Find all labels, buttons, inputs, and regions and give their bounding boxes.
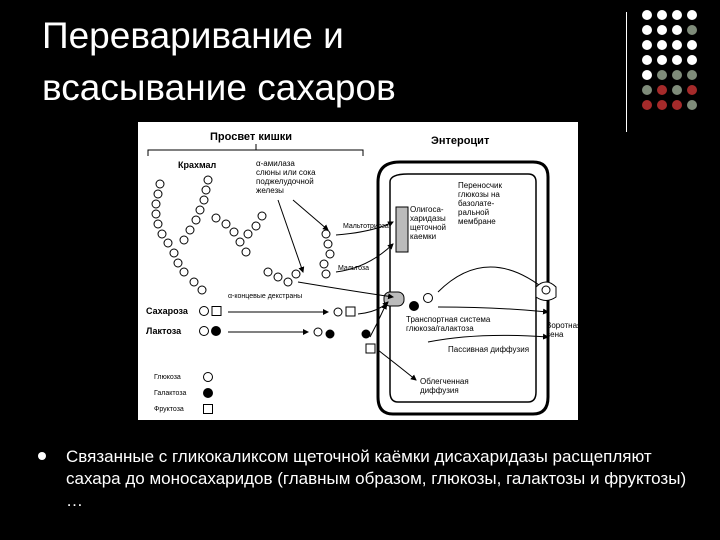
decor-dot	[657, 10, 667, 20]
oligosaccharidases-label: Олигоса- харидазы щеточной каемки	[410, 205, 448, 241]
decor-dot	[687, 85, 697, 95]
decor-dot	[642, 10, 652, 20]
transporter	[383, 291, 405, 307]
bullet-text: Связанные с гликокаликсом щеточной каёмк…	[66, 447, 687, 510]
lumen-label: Просвет кишки	[210, 131, 292, 143]
decor-dot	[657, 100, 667, 110]
decor-dot	[642, 70, 652, 80]
starch-label: Крахмал	[178, 160, 217, 170]
legend-glucose-label: Глюкоза	[154, 374, 181, 381]
maltotriose-label: Мальтотриоза	[343, 223, 389, 230]
starch-chains	[151, 175, 267, 295]
transport-label: Транспортная система глюкоза/галактоза	[406, 315, 493, 333]
dextrins-label: α-концевые декстраны	[228, 293, 302, 300]
decor-dot	[687, 70, 697, 80]
sucrose-label: Сахароза	[146, 306, 189, 316]
decor-dot	[672, 85, 682, 95]
portal-vein-label: Воротная вена	[546, 321, 578, 339]
decor-dot	[672, 10, 682, 20]
amylase-label: α-амилаза слюны или сока поджелудочной ж…	[256, 159, 318, 195]
legend-fructose-label: Фруктоза	[154, 406, 184, 413]
bullet-dot	[38, 452, 46, 460]
legend-galactose-label: Галактоза	[154, 390, 187, 397]
legend-fructose-symbol	[203, 404, 213, 414]
decor-dot	[642, 40, 652, 50]
decor-dot	[642, 55, 652, 65]
decor-dot	[672, 70, 682, 80]
decor-dot	[687, 25, 697, 35]
slide-title: Переваривание и всасывание сахаров	[42, 10, 602, 114]
decor-dot	[657, 40, 667, 50]
decor-dot	[657, 70, 667, 80]
decor-dot	[687, 55, 697, 65]
decor-dot	[657, 85, 667, 95]
decor-dot	[672, 100, 682, 110]
decor-dot	[672, 25, 682, 35]
lactose-label: Лактоза	[146, 326, 182, 336]
enterocyte-label: Энтероцит	[431, 135, 490, 147]
decor-dot	[687, 100, 697, 110]
decor-dot	[672, 55, 682, 65]
title-line-2: всасывание сахаров	[42, 67, 396, 108]
decor-dot	[687, 10, 697, 20]
diagram-svg: Просвет кишки Энтероцит Крахмал α-амилаз…	[146, 131, 578, 416]
facilitated-diffusion-label: Облегченная диффузия	[420, 377, 471, 395]
digestion-diagram: Просвет кишки Энтероцит Крахмал α-амилаз…	[138, 122, 578, 420]
decorative-divider	[626, 12, 627, 132]
carrier-label: Переносчик глюкозы на базолате- ральной …	[458, 181, 504, 226]
title-line-1: Переваривание и	[42, 15, 344, 56]
decor-dot	[642, 100, 652, 110]
legend-glucose-symbol	[203, 372, 213, 382]
enterocyte-cell-outline	[376, 160, 550, 416]
legend: Глюкоза Галактоза Фруктоза	[154, 372, 213, 414]
decor-dot	[657, 55, 667, 65]
decor-dot	[657, 25, 667, 35]
passive-diffusion-label: Пассивная диффузия	[448, 345, 529, 354]
decor-dot	[642, 25, 652, 35]
brush-border	[395, 206, 409, 253]
legend-galactose-symbol	[203, 388, 213, 398]
decor-dot	[672, 40, 682, 50]
decor-dot	[642, 85, 652, 95]
decor-dot	[687, 40, 697, 50]
